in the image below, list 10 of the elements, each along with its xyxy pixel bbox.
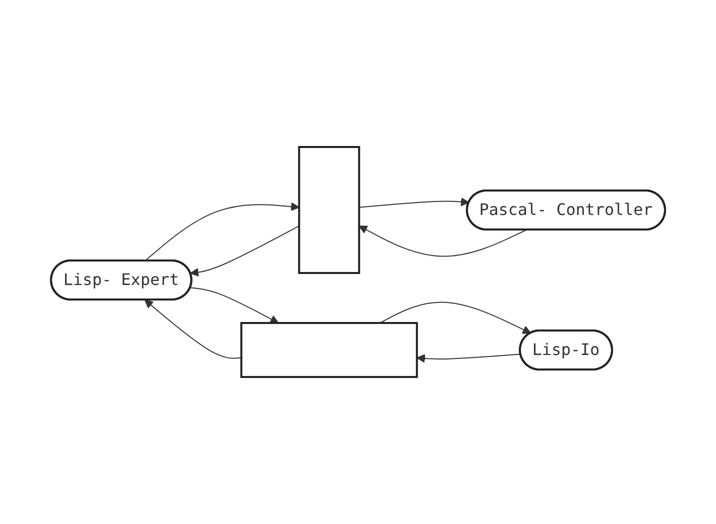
arrow: [358, 197, 470, 208]
arrow: [144, 202, 300, 262]
arrow: [416, 354, 522, 363]
arrow: [358, 226, 527, 257]
arrow: [190, 287, 279, 324]
node-box: [298, 146, 360, 274]
arrow: [190, 225, 300, 277]
arrow: [144, 300, 242, 359]
node-bar: [240, 322, 418, 378]
arrow: [379, 302, 532, 334]
